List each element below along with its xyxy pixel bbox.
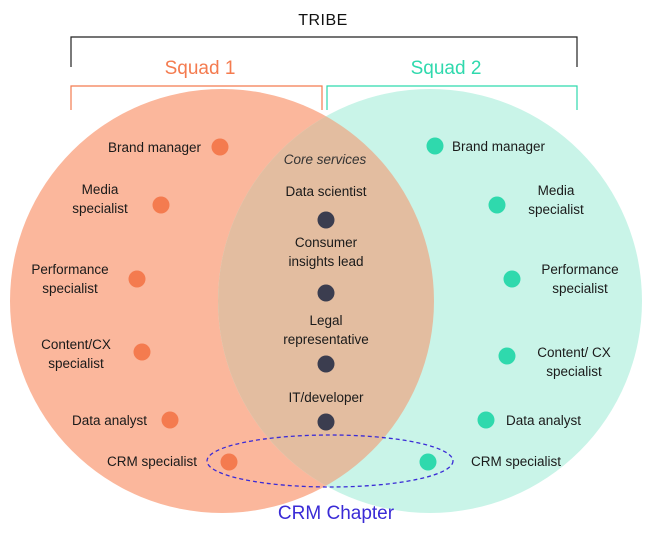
squad-1-content-cx-specialist-dot — [133, 343, 151, 361]
squad-2-content-cx-specialist-label-line: specialist — [546, 364, 602, 379]
squad-1-brand-manager-dot — [211, 138, 229, 156]
squad-2-media-specialist-dot — [488, 196, 506, 214]
core-data-scientist-label: Data scientist — [285, 184, 366, 199]
core-data-scientist-dot — [317, 211, 335, 229]
squad-2-crm-specialist-dot — [419, 453, 437, 471]
squad-2-bracket — [326, 85, 578, 110]
squad-2-media-specialist-label: Media specialist — [528, 183, 584, 217]
squad-1-performance-specialist-label: Performance specialist — [31, 262, 108, 296]
core-legal-representative-dot — [317, 355, 335, 373]
core-services-title: Core services — [284, 152, 367, 167]
core-consumer-insights-lead-label: Consumer insights lead — [288, 235, 363, 269]
squad-1-crm-specialist-dot — [220, 453, 238, 471]
squad-1-data-analyst-dot — [161, 411, 179, 429]
squad-2-data-analyst-label-line: Data analyst — [506, 413, 581, 428]
squad-2-performance-specialist-dot — [503, 270, 521, 288]
squad-2-title: Squad 2 — [411, 58, 482, 79]
squad-1-crm-specialist-label-line: CRM specialist — [107, 454, 197, 469]
squad-1-brand-manager-label-line: Brand manager — [108, 140, 202, 155]
squad-2-content-cx-specialist-label: Content/ CX specialist — [537, 345, 611, 379]
squad-2-brand-manager-label-line: Brand manager — [452, 139, 546, 154]
core-consumer-insights-lead-dot — [317, 284, 335, 302]
squad-2-data-analyst-label: Data analyst — [506, 413, 581, 428]
squad-2-brand-manager-dot — [426, 137, 444, 155]
squad-1-content-cx-specialist-label: Content/CX specialist — [41, 337, 111, 371]
squad-1-data-analyst-label-line: Data analyst — [72, 413, 147, 428]
tribe-bracket — [70, 36, 578, 67]
squad-1-media-specialist-dot — [152, 196, 170, 214]
squad-2-media-specialist-label-line: specialist — [528, 202, 584, 217]
core-it-developer-label: IT/developer — [288, 390, 364, 405]
squad-1-crm-specialist-label: CRM specialist — [107, 454, 197, 469]
squad-1-media-specialist-label-line: specialist — [72, 201, 128, 216]
core-legal-representative-label-line: Legal — [309, 313, 342, 328]
squad-1-media-specialist-label: Media specialist — [72, 182, 128, 216]
squad-2-content-cx-specialist-label-line: Content/ CX — [537, 345, 611, 360]
squad-1-performance-specialist-label-line: Performance — [31, 262, 108, 277]
squad-1-brand-manager-label: Brand manager — [108, 140, 202, 155]
core-services-overlap — [218, 89, 434, 513]
crm-chapter-title: CRM Chapter — [278, 503, 395, 524]
squad-2-performance-specialist-label-line: specialist — [552, 281, 608, 296]
squad-1-bracket — [70, 85, 323, 110]
squad-2-performance-specialist-label: Performance specialist — [541, 262, 618, 296]
core-consumer-insights-lead-label-line: insights lead — [288, 254, 363, 269]
squad-2-media-specialist-label-line: Media — [538, 183, 575, 198]
core-legal-representative-label: Legal representative — [283, 313, 369, 347]
squad-1-data-analyst-label: Data analyst — [72, 413, 147, 428]
tribe-title: TRIBE — [298, 12, 348, 29]
squad-1-title: Squad 1 — [165, 58, 236, 79]
squad-2-content-cx-specialist-dot — [498, 347, 516, 365]
squad-1-content-cx-specialist-label-line: specialist — [48, 356, 104, 371]
squad-2-brand-manager-label: Brand manager — [452, 139, 546, 154]
crm-chapter-ellipse — [206, 434, 454, 488]
squad-2-crm-specialist-label-line: CRM specialist — [471, 454, 561, 469]
squad-1-media-specialist-label-line: Media — [82, 182, 119, 197]
core-it-developer-label-line: IT/developer — [288, 390, 364, 405]
core-legal-representative-label-line: representative — [283, 332, 369, 347]
core-consumer-insights-lead-label-line: Consumer — [295, 235, 358, 250]
squad-2-performance-specialist-label-line: Performance — [541, 262, 618, 277]
squad-1-performance-specialist-label-line: specialist — [42, 281, 98, 296]
core-it-developer-dot — [317, 413, 335, 431]
squad-2-crm-specialist-label: CRM specialist — [471, 454, 561, 469]
squad-1-content-cx-specialist-label-line: Content/CX — [41, 337, 111, 352]
core-data-scientist-label-line: Data scientist — [285, 184, 366, 199]
squad-1-performance-specialist-dot — [128, 270, 146, 288]
squad-2-data-analyst-dot — [477, 411, 495, 429]
